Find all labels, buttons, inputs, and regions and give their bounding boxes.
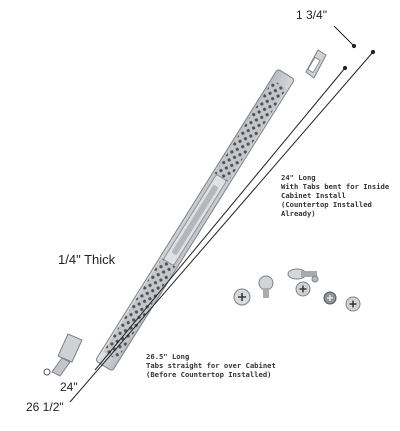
screw-5 <box>323 291 337 305</box>
inside-note-line-4: (Countertop Installed <box>281 200 372 209</box>
screw-2 <box>258 275 274 298</box>
screw-6 <box>345 296 361 312</box>
top-tab <box>305 49 327 79</box>
over-install-note: 26.5" Long Tabs straight for over Cabine… <box>146 352 276 379</box>
bottom-tab <box>43 333 83 377</box>
screw-4 <box>295 281 311 297</box>
outer-length-label: 26 1/2" <box>26 400 64 414</box>
thickness-label: 1/4" Thick <box>58 252 116 267</box>
dimension-lines <box>69 25 376 403</box>
width-dimension-label: 1 3/4" <box>296 8 327 22</box>
steel-bracket <box>43 49 327 377</box>
screw-3 <box>287 268 317 280</box>
inner-length-label: 24" <box>60 380 78 394</box>
inside-install-note: 24" Long With Tabs bent for Inside Cabin… <box>281 173 389 218</box>
screw-1 <box>233 288 251 306</box>
over-note-line-1: 26.5" Long <box>146 352 190 361</box>
over-note-line-3: (Before Countertop Installed) <box>146 370 272 379</box>
over-note-line-2: Tabs straight for over Cabinet <box>146 361 276 370</box>
inside-note-line-5: Already) <box>281 209 316 218</box>
inside-note-line-2: With Tabs bent for Inside <box>281 182 390 191</box>
inside-note-line-1: 24" Long <box>281 173 316 182</box>
screw-set <box>233 268 361 312</box>
screw-7 <box>311 275 319 283</box>
inside-note-line-3: Cabinet Install <box>281 191 346 200</box>
